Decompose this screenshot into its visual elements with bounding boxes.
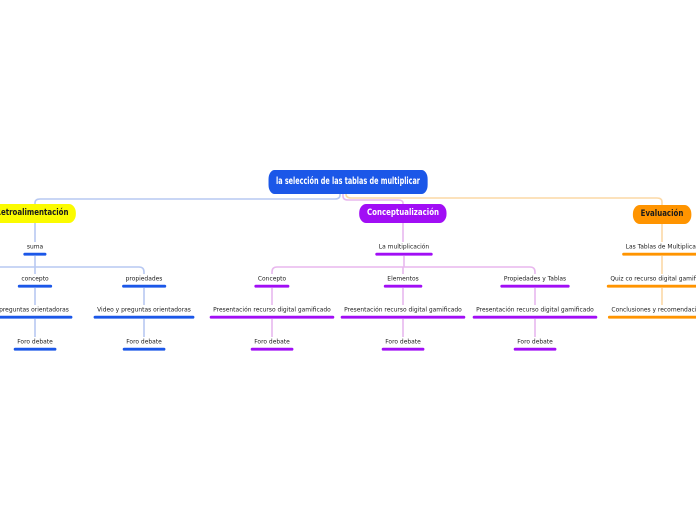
leaf-node-label: Presentación recurso digital gamificado	[476, 306, 594, 314]
leaf-node[interactable]: Propiedades y Tablas	[500, 275, 570, 288]
leaf-node[interactable]: Foro debate	[513, 338, 557, 351]
leaf-node-underline	[500, 284, 570, 288]
leaf-node[interactable]: suma	[23, 243, 47, 256]
leaf-node-underline	[0, 315, 73, 319]
leaf-node-label: Presentación recurso digital gamificado	[213, 306, 331, 314]
leaf-node-label: La multiplicación	[378, 243, 430, 251]
connector-line	[34, 193, 341, 205]
leaf-node-underline	[340, 315, 466, 319]
leaf-node-label: Conclusiones y recomendaciones	[611, 306, 696, 314]
branch-topic-node-conceptualizacion[interactable]: Conceptualización	[359, 204, 447, 223]
leaf-node[interactable]: Quiz co recurso digital gamificado	[606, 275, 696, 288]
leaf-node-underline	[375, 252, 433, 256]
leaf-node-underline	[383, 284, 423, 288]
leaf-node[interactable]: Foro debate	[381, 338, 425, 351]
leaf-node-label: Las Tablas de Multiplicar	[625, 243, 696, 251]
leaf-node-underline	[250, 347, 294, 351]
leaf-node[interactable]: Las Tablas de Multiplicar	[622, 243, 696, 256]
leaf-node[interactable]: Video y preguntas orientadoras	[0, 306, 73, 319]
leaf-node[interactable]: Presentación recurso digital gamificado	[340, 306, 466, 319]
leaf-node[interactable]: propiedades	[122, 275, 166, 288]
leaf-node[interactable]: concepto	[17, 275, 53, 288]
leaf-node-label: suma	[26, 243, 44, 251]
leaf-node-underline	[606, 284, 696, 288]
leaf-node[interactable]: Concepto	[254, 275, 290, 288]
leaf-node-underline	[23, 252, 47, 256]
connector-line	[0, 266, 145, 274]
leaf-node-underline	[381, 347, 425, 351]
leaf-node-label: Concepto	[257, 275, 287, 283]
leaf-node-label: concepto	[21, 275, 49, 283]
branch-topic-node-retroalimentacion[interactable]: Retroalimentación	[0, 204, 77, 223]
leaf-node[interactable]: Foro debate	[13, 338, 57, 351]
leaf-node[interactable]: La multiplicación	[375, 243, 433, 256]
leaf-node-label: propiedades	[125, 275, 163, 283]
leaf-node-underline	[93, 315, 195, 319]
leaf-node-underline	[513, 347, 557, 351]
leaf-node-label: Foro debate	[517, 338, 553, 346]
leaf-node-label: Propiedades y Tablas	[503, 275, 567, 283]
leaf-node-underline	[122, 284, 166, 288]
leaf-node[interactable]: Elementos	[383, 275, 423, 288]
leaf-node-underline	[13, 347, 57, 351]
leaf-node-label: Foro debate	[126, 338, 162, 346]
leaf-node-underline	[622, 252, 696, 256]
leaf-node-underline	[607, 315, 696, 319]
leaf-node-label: Video y preguntas orientadoras	[0, 306, 69, 314]
leaf-node-label: Video y preguntas orientadoras	[97, 306, 191, 314]
leaf-node[interactable]: Foro debate	[122, 338, 166, 351]
leaf-node-label: Foro debate	[385, 338, 421, 346]
leaf-node-label: Elementos	[387, 275, 419, 283]
leaf-node-label: Presentación recurso digital gamificado	[344, 306, 462, 314]
leaf-node[interactable]: Video y preguntas orientadoras	[93, 306, 195, 319]
leaf-node[interactable]: Presentación recurso digital gamificado	[472, 306, 598, 319]
leaf-node-underline	[17, 284, 53, 288]
leaf-node-underline	[122, 347, 166, 351]
leaf-node-underline	[472, 315, 598, 319]
leaf-node-label: Quiz co recurso digital gamificado	[610, 275, 696, 283]
leaf-node[interactable]: Foro debate	[250, 338, 294, 351]
root-topic-node[interactable]: la selección de las tablas de multiplica…	[268, 170, 428, 194]
connector-line	[342, 193, 404, 205]
leaf-node[interactable]: Presentación recurso digital gamificado	[209, 306, 335, 319]
leaf-node-underline	[209, 315, 335, 319]
branch-topic-node-evaluacion[interactable]: Evaluación	[632, 205, 692, 224]
leaf-node-label: Foro debate	[254, 338, 290, 346]
connector-line	[345, 193, 663, 205]
leaf-node[interactable]: Conclusiones y recomendaciones	[607, 306, 696, 319]
leaf-node-label: Foro debate	[17, 338, 53, 346]
leaf-node-underline	[254, 284, 290, 288]
